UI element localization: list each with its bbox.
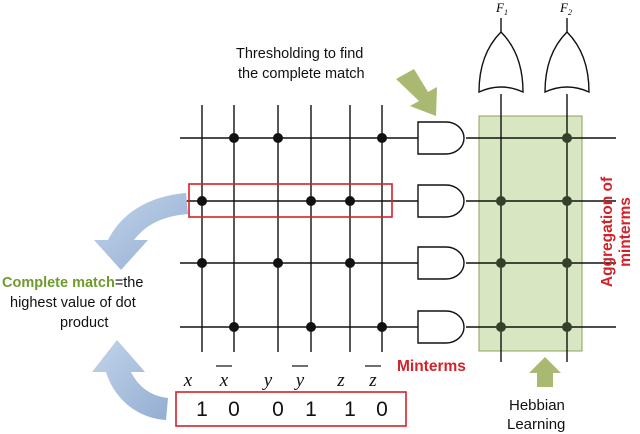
variable-letter: z (368, 370, 377, 391)
input-vector-digit: 0 (272, 398, 284, 421)
variable-letter: x (219, 370, 229, 391)
green-arrow-hebbian (529, 357, 561, 387)
aggregation-panel (478, 115, 583, 352)
hebbian-label-line2: Learning (507, 416, 565, 433)
or-connection-dot (562, 133, 572, 143)
input-variable-label: z (336, 370, 345, 391)
complete-match-highlight: Complete match (2, 275, 115, 291)
crossbar-dot (345, 258, 355, 268)
crossbar-dot (229, 322, 239, 332)
and-gate (417, 121, 465, 155)
or-gate-group (478, 18, 590, 94)
crossbar-dot (345, 196, 355, 206)
and-gate (417, 310, 465, 344)
crossbar-dot (306, 196, 316, 206)
output-letter: F (495, 0, 505, 15)
or-connection-dot (496, 196, 506, 206)
variable-letter: x (183, 370, 193, 391)
aggregation-label-line1: Aggregation of (599, 176, 616, 287)
complete-match-label-line2: highest value of dot (10, 295, 136, 311)
thresholding-label-line2: the complete match (238, 66, 365, 82)
crossbar-dot (197, 196, 207, 206)
or-gate (478, 31, 524, 94)
complete-match-rest: =the (115, 275, 144, 291)
crossbar-dot (377, 133, 387, 143)
crossbar-dot (229, 133, 239, 143)
complete-match-row-highlight (188, 183, 393, 218)
or-connection-dot (562, 258, 572, 268)
or-connection-dot (496, 322, 506, 332)
or-gate (544, 31, 590, 94)
output-subscript: 1 (504, 8, 508, 17)
or-connection-dot (562, 322, 572, 332)
and-gate-group (417, 121, 465, 344)
and-gate (417, 246, 465, 280)
crossbar-dot (273, 258, 283, 268)
crossbar-dot (377, 322, 387, 332)
crossbar-dot (273, 133, 283, 143)
crossbar-dot (197, 258, 207, 268)
input-variable-label: x (183, 370, 193, 391)
input-variable-label: y (292, 365, 308, 391)
crossbar-dot (306, 322, 316, 332)
complete-match-label-line1: Complete match=the (2, 275, 143, 291)
output-label-f2: F2 (559, 0, 572, 17)
complete-match-label-line3: product (60, 315, 108, 331)
input-variable-label: x (216, 365, 232, 391)
blue-curved-arrow-bottom (92, 340, 168, 420)
output-letter: F (559, 0, 569, 15)
hebbian-label-line1: Hebbian (509, 397, 565, 414)
or-connection-dot (562, 196, 572, 206)
blue-curved-arrow-top (94, 193, 188, 270)
aggregation-label: Aggregation of minterms (599, 176, 634, 287)
input-vector-box (175, 391, 407, 427)
or-connection-dot (496, 258, 506, 268)
and-gate (417, 184, 465, 218)
input-variable-label: y (262, 370, 273, 391)
input-vector-digit: 1 (305, 398, 317, 421)
variable-letter: y (262, 370, 273, 391)
input-vector-digit: 1 (344, 398, 356, 421)
input-variable-label: z (365, 365, 381, 391)
green-arrow-thresholding (396, 69, 437, 116)
input-vector-digit: 1 (196, 398, 208, 421)
connection-dots (197, 133, 572, 332)
input-vector-digit: 0 (228, 398, 240, 421)
variable-letter: z (336, 370, 345, 391)
output-subscript: 2 (568, 8, 572, 17)
thresholding-label-line1: Thresholding to find (236, 46, 363, 62)
aggregation-label-line2: minterms (617, 197, 634, 267)
output-label-f1: F1 (495, 0, 508, 17)
minterms-label: Minterms (397, 358, 466, 375)
input-vector-digit: 0 (376, 398, 388, 421)
variable-letter: y (294, 370, 305, 391)
